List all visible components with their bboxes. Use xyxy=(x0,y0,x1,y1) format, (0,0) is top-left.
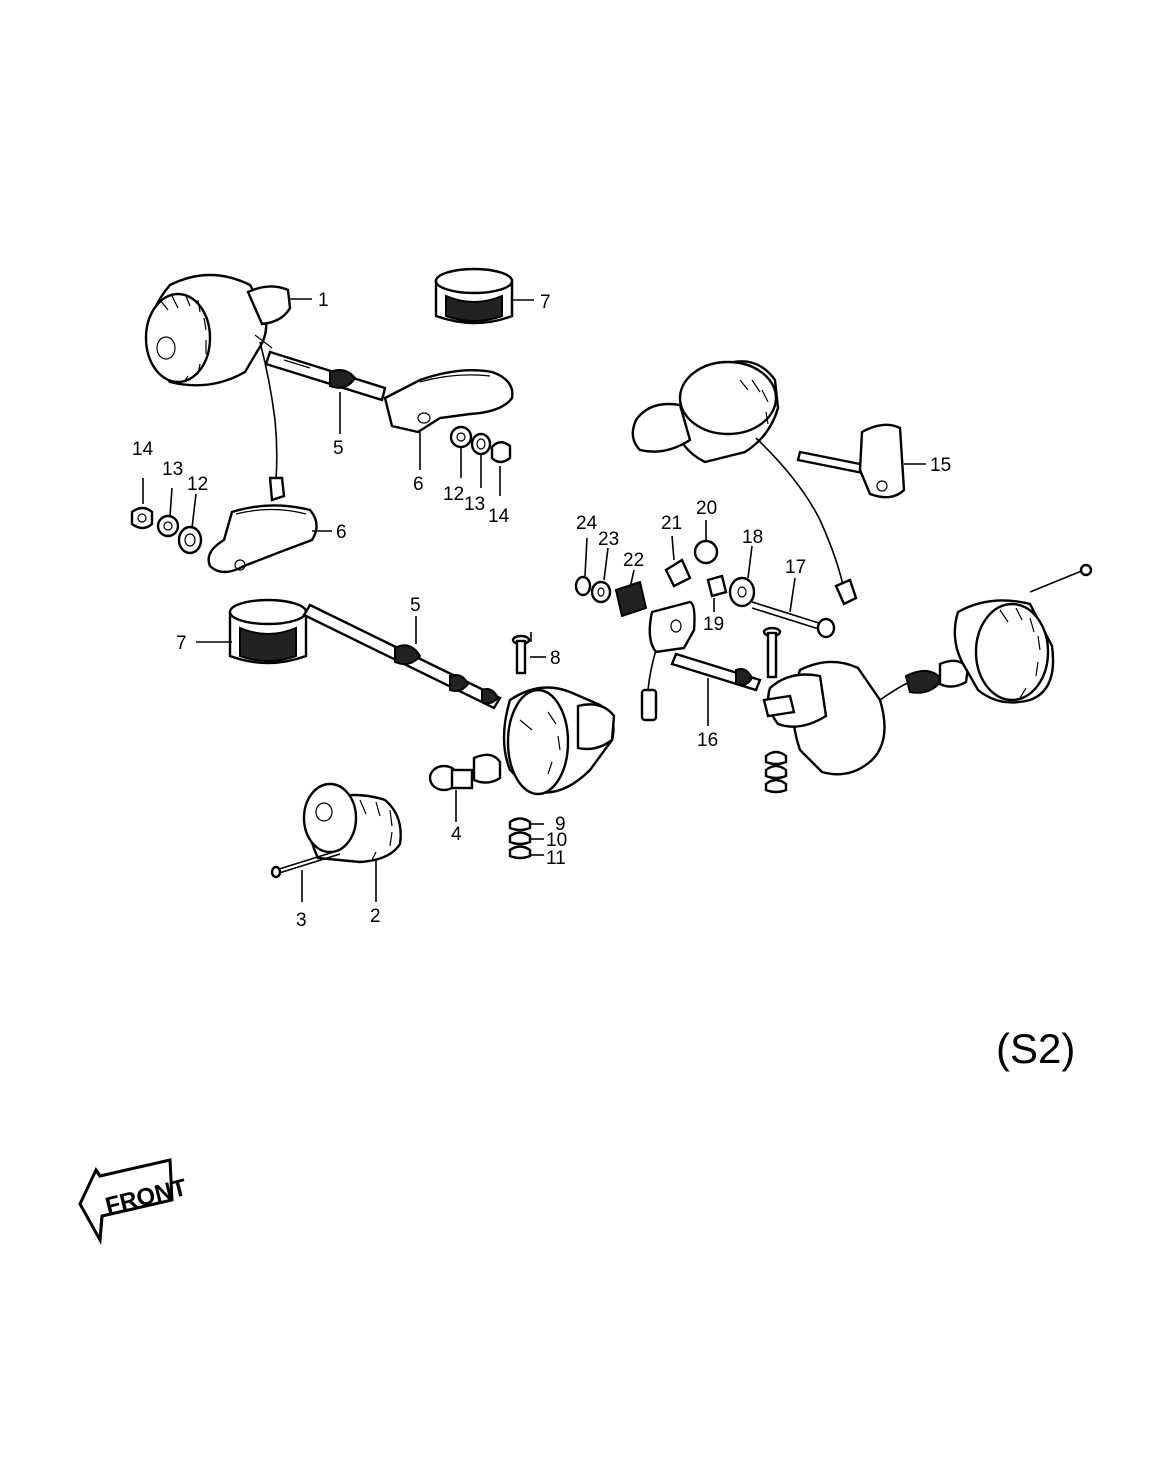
part-label-5a: 5 xyxy=(333,438,344,459)
bulb-and-socket xyxy=(428,753,502,822)
part-label-7b: 7 xyxy=(176,633,187,654)
hardware-upper xyxy=(449,425,512,496)
lens-far-right xyxy=(953,563,1093,704)
plate-and-stem-16 xyxy=(640,600,762,726)
clamp-left xyxy=(207,504,332,574)
part-label-24: 24 xyxy=(576,513,598,534)
part-label-8: 8 xyxy=(550,648,561,669)
part-label-18: 18 xyxy=(742,527,763,548)
stem-lower xyxy=(302,603,502,710)
part-label-5b: 5 xyxy=(410,595,421,616)
part-label-14b: 14 xyxy=(488,506,510,527)
bracket-15 xyxy=(796,423,926,499)
turn-signal-body-right xyxy=(762,659,970,776)
rubber-cushion-upper xyxy=(434,267,534,325)
part-label-22: 22 xyxy=(623,550,644,571)
part-label-13a: 13 xyxy=(162,459,183,480)
screw-8 xyxy=(511,634,546,675)
nuts-9-10-11 xyxy=(508,817,544,860)
part-label-3: 3 xyxy=(296,910,307,931)
part-label-6b: 6 xyxy=(336,522,347,543)
part-label-21: 21 xyxy=(661,513,682,534)
part-label-17: 17 xyxy=(785,557,806,578)
part-label-11: 11 xyxy=(546,848,566,869)
front-direction-arrow: FRONT xyxy=(78,1158,190,1246)
version-label: (S2) xyxy=(996,1025,1075,1072)
rubber-cushion-left xyxy=(196,598,308,665)
clamp-upper xyxy=(383,369,514,470)
part-label-2: 2 xyxy=(370,906,381,927)
part-label-9: 9 xyxy=(555,814,566,835)
part-label-12b: 12 xyxy=(443,484,464,505)
part-label-19: 19 xyxy=(703,614,724,635)
part-label-13b: 13 xyxy=(464,494,485,515)
part-label-12a: 12 xyxy=(187,474,208,495)
part-label-7a: 7 xyxy=(540,292,551,313)
part-label-14a: 14 xyxy=(132,439,154,460)
part-label-6a: 6 xyxy=(413,474,424,495)
part-label-10: 10 xyxy=(546,830,567,851)
part-label-20: 20 xyxy=(696,498,717,519)
part-label-16: 16 xyxy=(697,730,718,751)
turn-signal-body-lower-center xyxy=(502,632,616,796)
part-label-4: 4 xyxy=(451,824,462,845)
part-label-1: 1 xyxy=(318,290,329,311)
part-label-15: 15 xyxy=(930,455,951,476)
turn-signal-assembly-upper-left xyxy=(144,273,312,502)
part-label-23: 23 xyxy=(598,529,619,550)
hardware-left xyxy=(130,478,203,555)
hardware-right-group xyxy=(574,520,836,639)
part-number-labels: 1 7 5 6 12 13 14 14 13 12 6 7 5 8 4 9 10… xyxy=(132,290,951,931)
turn-signal-assembly-upper-right xyxy=(631,360,858,606)
stem-upper xyxy=(264,350,387,434)
screw-right xyxy=(762,626,782,679)
nuts-right xyxy=(764,750,788,794)
lens-and-screw xyxy=(270,782,402,902)
